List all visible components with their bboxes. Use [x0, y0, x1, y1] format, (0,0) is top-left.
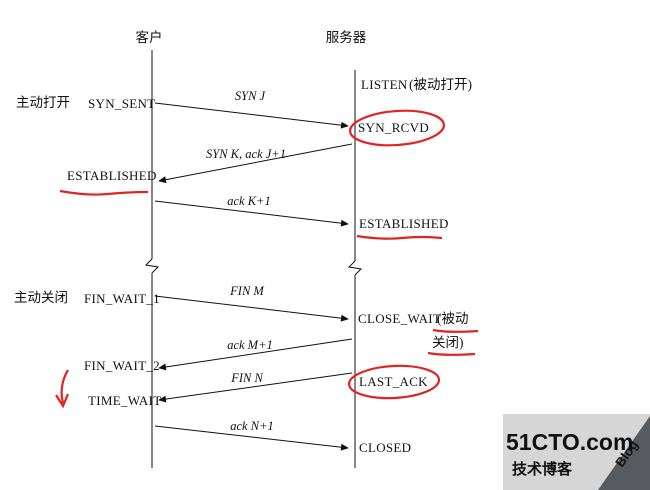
red-down-arrow — [55, 369, 70, 409]
red-underline-established-client — [59, 189, 149, 196]
server-column-title: 服务器 — [326, 30, 367, 45]
arrow-label-ack-m1: ack M+1 — [227, 338, 273, 352]
arrow-syn-k-ack-j1 — [158, 143, 353, 184]
state-last-ack: LAST_ACK — [359, 374, 428, 389]
red-circle-syn-rcvd — [348, 109, 446, 147]
state-time-wait: TIME_WAIT — [88, 393, 161, 408]
watermark-tagline: 技术博客 — [512, 460, 573, 478]
state-fin-wait-1: FIN_WAIT_1 — [84, 291, 160, 306]
arrow-ack-n1 — [154, 425, 349, 451]
server-lifeline-break — [347, 260, 363, 276]
state-established-client: ESTABLISHED — [67, 168, 157, 183]
state-syn-rcvd: SYN_RCVD — [358, 120, 429, 135]
arrow-fin-m — [154, 295, 349, 322]
annotation-active-close: 主动关闭 — [14, 290, 68, 305]
client-lifeline-break — [144, 258, 160, 274]
server-lifeline — [347, 70, 363, 468]
arrow-ack-m1 — [158, 338, 353, 371]
watermark: 51CTO.com 技术博客 Blog — [503, 414, 650, 490]
state-fin-wait-2: FIN_WAIT_2 — [84, 358, 160, 373]
annotation-passive-close-line1: (被动 — [437, 311, 469, 326]
watermark-brand: 51CTO.com — [506, 429, 633, 455]
arrow-label-syn-j: SYN J — [235, 89, 267, 103]
red-underline-passive-close-2 — [427, 351, 476, 356]
arrow-label-fin-n: FIN N — [230, 371, 263, 385]
arrow-label-syn-k-ack-j1: SYN K, ack J+1 — [206, 147, 286, 161]
annotation-passive-open: (被动打开) — [409, 76, 472, 92]
red-circle-last-ack — [347, 364, 441, 400]
arrow-label-ack-k1: ack K+1 — [227, 194, 271, 208]
client-column-title: 客户 — [136, 29, 163, 45]
state-established-server: ESTABLISHED — [359, 216, 449, 231]
state-closed: CLOSED — [359, 440, 411, 455]
annotation-active-open: 主动打开 — [16, 94, 70, 110]
red-underline-established-server — [356, 234, 443, 240]
arrow-label-ack-n1: ack N+1 — [230, 419, 274, 433]
arrow-label-fin-m: FIN M — [229, 284, 264, 298]
arrow-fin-n — [158, 372, 353, 403]
state-close-wait: CLOSE_WAIT — [358, 311, 441, 326]
client-lifeline — [144, 50, 160, 468]
arrow-syn-j — [154, 102, 349, 129]
state-syn-sent: SYN_SENT — [88, 96, 155, 111]
state-listen: LISTEN — [361, 77, 408, 92]
annotation-passive-close-line2: 关闭) — [432, 335, 464, 350]
arrow-ack-k1 — [154, 200, 349, 227]
watermark-diagonal-band — [598, 416, 650, 490]
red-underline-passive-close-1 — [432, 328, 479, 333]
